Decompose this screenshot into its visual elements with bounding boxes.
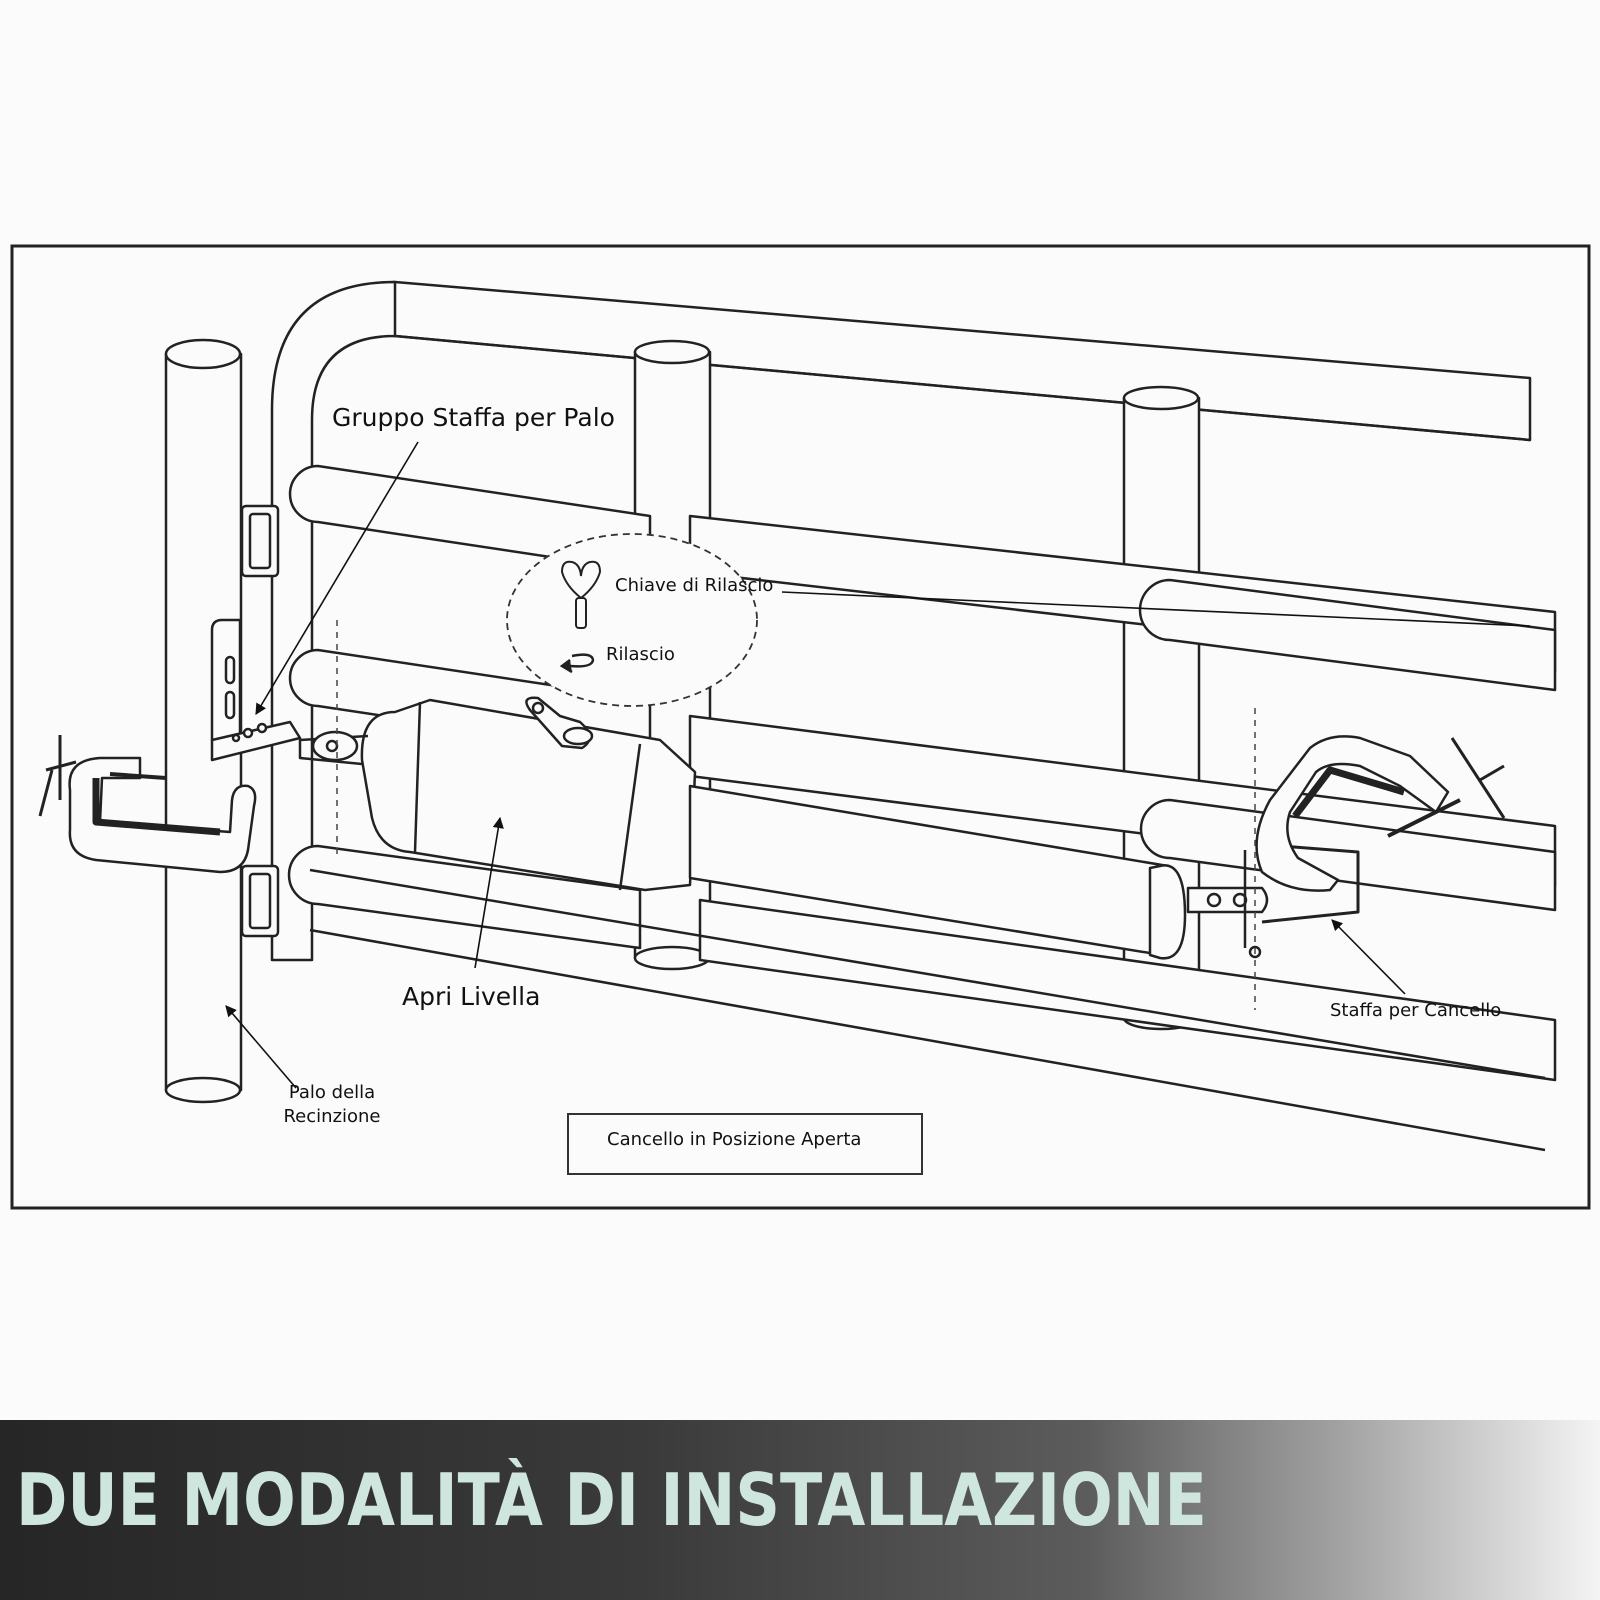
arrow-fence-post (225, 1005, 297, 1089)
gate-opener-motor (360, 698, 697, 892)
leader-arrows (225, 441, 1531, 1089)
left-c-clamp (38, 735, 257, 874)
alignment-guides (336, 620, 1256, 1010)
label-gate-position: Cancello in Posizione Aperta (607, 1129, 862, 1150)
gate-bottom-rail (309, 868, 1546, 1152)
label-fence-post-line2: Recinzione (283, 1106, 381, 1127)
label-opener: Apri Livella (402, 982, 541, 1011)
arrow-gate-bracket (1331, 919, 1406, 995)
arrow-release-key-line (781, 591, 1531, 627)
label-release-key: Chiave di Rilascio (615, 575, 774, 596)
gate-arch-frame (270, 280, 397, 962)
banner-title: DUE MODALITÀ DI INSTALLAZIONE (16, 1458, 1207, 1542)
label-fence-post: Palo della Recinzione (262, 1081, 402, 1129)
rotate-arrow-icon (559, 653, 595, 674)
label-gate-bracket: Staffa per Cancello (1330, 1000, 1502, 1021)
right-c-clamp (1255, 735, 1506, 892)
title-banner: DUE MODALITÀ DI INSTALLAZIONE (0, 1420, 1600, 1600)
label-pole-bracket-assembly: Gruppo Staffa per Palo (332, 403, 615, 432)
release-key-icon (560, 560, 602, 629)
release-key-lock (525, 696, 594, 750)
pole-bracket-assembly (210, 618, 302, 762)
label-release: Rilascio (606, 644, 675, 665)
arrow-pole-bracket (255, 441, 419, 715)
arrow-opener (474, 816, 504, 969)
label-fence-post-line1: Palo della (288, 1082, 376, 1103)
gate-hinges (240, 504, 280, 938)
release-callout-circle (506, 533, 758, 707)
gate-position-box: Cancello in Posizione Aperta (567, 1113, 923, 1175)
front-connector (298, 730, 369, 766)
gate-opener-piston (688, 784, 1187, 960)
